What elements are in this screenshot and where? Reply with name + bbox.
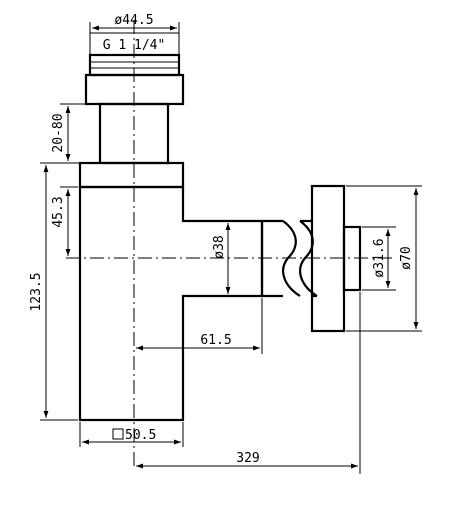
thread-spec-box — [89, 32, 180, 56]
adjust-range-label: 20-80 — [51, 113, 66, 152]
body-collar — [78, 161, 185, 189]
total-depth-label: 329 — [236, 451, 259, 466]
body-square-label: 50.5 — [125, 428, 156, 443]
outlet-height-label: 45.3 — [51, 196, 66, 227]
trap-body — [78, 185, 264, 422]
outlet-dia-label: ø38 — [212, 235, 227, 258]
break-line — [299, 220, 318, 297]
square-symbol — [112, 428, 124, 440]
thread-od-label: ø44.5 — [114, 13, 153, 28]
wall-tube-dia-label: ø31.6 — [372, 238, 387, 277]
flange-dia-label: ø70 — [399, 246, 414, 269]
outlet-length-label: 61.5 — [200, 333, 231, 348]
dimension-lines: ø44.5 G 1 1/4" 20-80 45.3 123.5 ø38 61.5… — [29, 13, 422, 474]
adjustable-tube — [98, 102, 170, 165]
body-height-label: 123.5 — [29, 272, 44, 311]
thread-spec-label: G 1 1/4" — [103, 38, 166, 53]
